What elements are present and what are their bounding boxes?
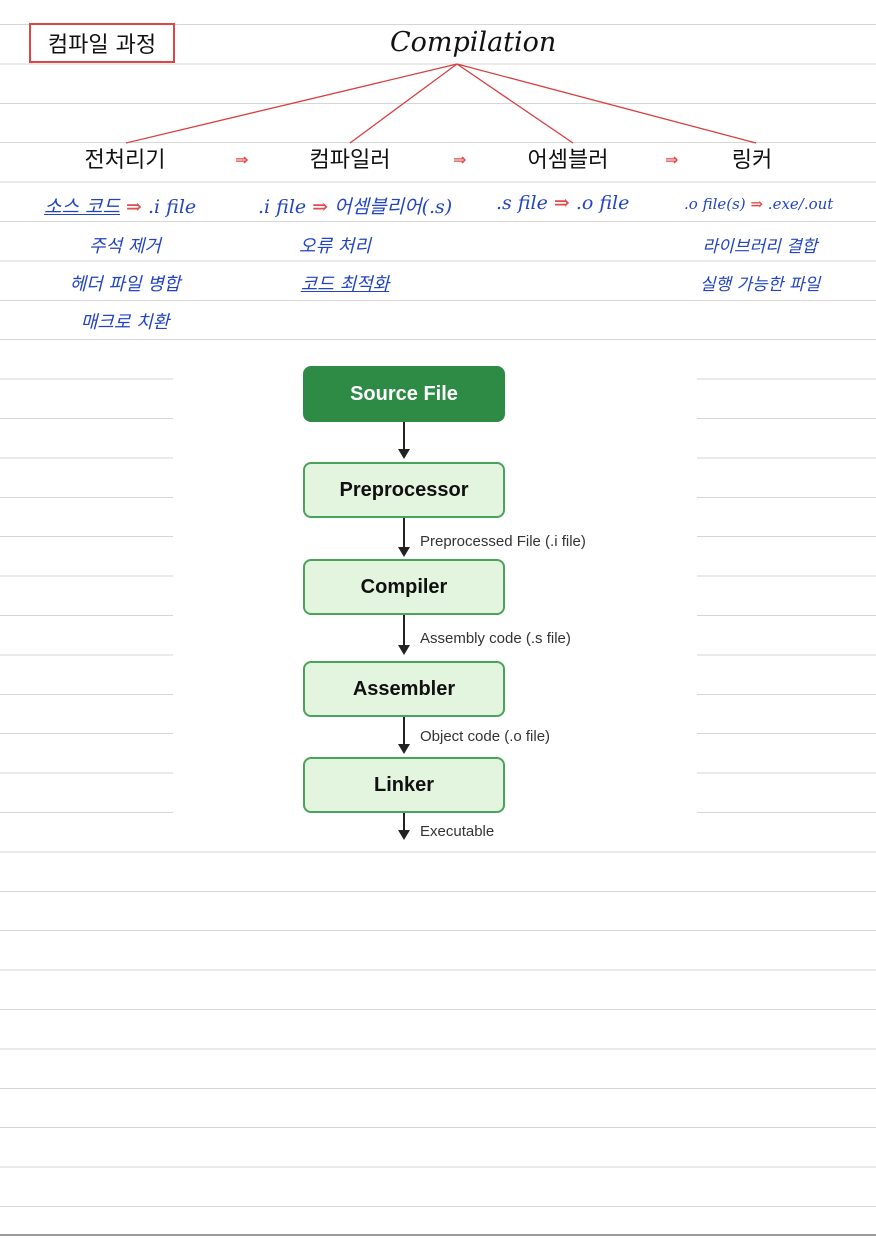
edge-line-4: [403, 717, 405, 745]
node-preprocessor: Preprocessor: [303, 462, 505, 518]
edge-label-executable: Executable: [420, 823, 495, 840]
edge-arrowhead-2: [398, 547, 410, 557]
edge-arrowhead-1: [398, 449, 410, 459]
tree-line-preprocessor: [125, 63, 458, 144]
stage-linker: 링커: [731, 148, 773, 173]
edge-arrowhead-3: [398, 645, 410, 655]
edge-line-2: [403, 518, 405, 548]
compilation-tree-lines: [125, 63, 757, 144]
note-title: 컴파일 과정: [47, 33, 157, 58]
node-compiler: Compiler: [303, 559, 505, 615]
compilation-flow-diagram: Source File Preprocessor Preprocessed Fi…: [173, 347, 697, 849]
tree-line-linker: [456, 63, 757, 144]
io-in-assembler: .s file: [496, 192, 548, 214]
edge-line-1: [403, 422, 405, 450]
io-out-compiler: 어셈블리어(.s): [334, 196, 453, 218]
note-code-optimize: 코드 최적화: [300, 274, 390, 295]
edge-label-object: Object code (.o file): [420, 728, 551, 745]
io-in-compiler: .i file: [258, 196, 307, 218]
io-arrow-4: ⇒: [750, 195, 764, 213]
edge-line-3: [403, 615, 405, 646]
node-source-file: Source File: [303, 366, 505, 422]
note-macro-replace: 매크로 치환: [80, 312, 170, 333]
stage-assembler: 어셈블러: [527, 148, 609, 173]
note-title-box: 컴파일 과정: [29, 23, 175, 63]
stage-preprocessor: 전처리기: [84, 148, 166, 173]
node-assembler: Assembler: [303, 661, 505, 717]
io-assembler: .s file ⇒ .o file: [496, 192, 629, 214]
bottom-rule: [0, 1234, 876, 1236]
tree-line-assembler: [456, 63, 574, 144]
note-merge-headers: 헤더 파일 병합: [69, 274, 181, 295]
io-in-preprocessor: 소스 코드: [44, 196, 120, 218]
stage-arrow-1: ⇒: [235, 150, 249, 169]
io-out-assembler: .o file: [575, 192, 630, 214]
stage-arrow-2: ⇒: [453, 150, 467, 169]
note-error-handling: 오류 처리: [299, 236, 371, 257]
io-out-linker: .exe/.out: [767, 195, 834, 213]
io-arrow-1: ⇒: [126, 196, 142, 218]
io-compiler: .i file ⇒ 어셈블리어(.s): [258, 192, 452, 219]
io-in-linker: .o file(s): [684, 195, 746, 213]
io-arrow-3: ⇒: [553, 192, 570, 214]
note-library-link: 라이브러리 결합: [702, 237, 818, 257]
node-linker: Linker: [303, 757, 505, 813]
note-executable-file: 실행 가능한 파일: [699, 275, 821, 295]
io-arrow-2: ⇒: [312, 196, 329, 218]
note-remove-comments: 주석 제거: [89, 236, 161, 257]
edge-label-assembly: Assembly code (.s file): [420, 630, 571, 647]
io-preprocessor: 소스 코드 ⇒ .i file: [44, 192, 196, 219]
edge-line-5: [403, 813, 405, 831]
tree-line-compiler: [349, 63, 458, 144]
stage-compiler: 컴파일러: [309, 148, 391, 173]
edge-arrowhead-5: [398, 830, 410, 840]
edge-arrowhead-4: [398, 744, 410, 754]
edge-label-preprocessed: Preprocessed File (.i file): [420, 533, 586, 550]
stage-arrow-3: ⇒: [665, 150, 679, 169]
io-out-preprocessor: .i file: [147, 196, 197, 218]
io-linker: .o file(s) ⇒ .exe/.out: [684, 195, 833, 213]
